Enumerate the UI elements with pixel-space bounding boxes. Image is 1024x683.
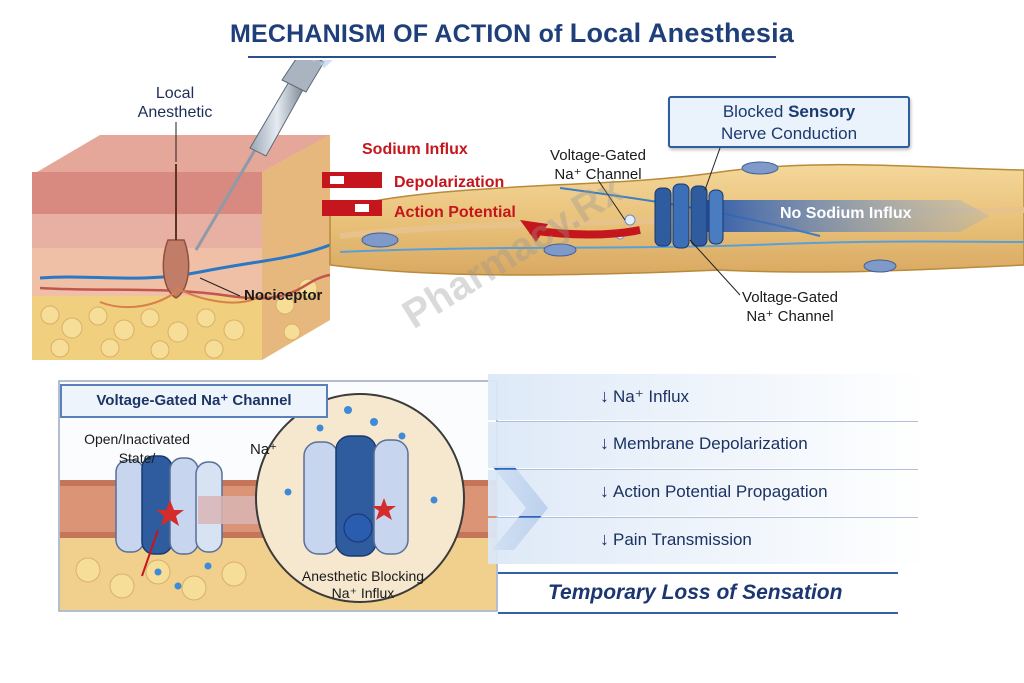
- effect-divider: [498, 421, 918, 422]
- action-potential-label: Action Potential: [394, 204, 516, 221]
- down-arrow-icon: ↓: [600, 386, 609, 406]
- vg-channel-label-bottom: Voltage-Gated Na⁺ Channel: [742, 289, 838, 325]
- vg-channel-panel-title: Voltage-Gated Na⁺ Channel: [60, 384, 328, 418]
- channel-panel-illustration: [58, 380, 498, 612]
- page-title: MECHANISM OF ACTION of Local Anesthesia: [229, 18, 795, 48]
- effect-na-influx: ↓Na⁺ Influx: [600, 386, 690, 406]
- down-arrow-icon: ↓: [600, 481, 609, 501]
- zoom-circle: [255, 393, 465, 603]
- effect-band-3: [488, 470, 928, 516]
- effect-band-2: [488, 422, 928, 468]
- nociceptor-label: Nociceptor: [244, 287, 323, 304]
- effect-action-potential: ↓Action Potential Propagation: [600, 481, 828, 501]
- local-anesthetic-label: Local Anesthetic: [137, 85, 213, 121]
- anesthetic-blocking-label: Anesthetic Blocking Na⁺ Influx: [301, 568, 425, 601]
- signal-markers: [322, 172, 382, 216]
- no-sodium-influx-label: No Sodium Influx: [780, 205, 912, 222]
- blocked-conduction-box: Blocked Sensory Nerve Conduction: [668, 96, 910, 148]
- depolarization-label: Depolarization: [394, 174, 505, 191]
- nerve-channel: [654, 183, 724, 249]
- skin-block: [32, 135, 331, 360]
- result-bottom-rule: [498, 612, 898, 614]
- result-label: Temporary Loss of Sensation: [548, 581, 843, 604]
- no-influx-arrow: [700, 200, 990, 232]
- vg-channel-label-top: Voltage-Gated Na⁺ Channel: [550, 147, 646, 183]
- na-ion-label: Na⁺: [250, 441, 278, 458]
- effect-divider: [498, 517, 918, 518]
- effect-membrane-depolarization: ↓Membrane Depolarization: [600, 433, 808, 453]
- effect-divider: [498, 469, 918, 470]
- nerve-illustration: [32, 60, 1024, 360]
- sodium-influx-label: Sodium Influx: [362, 141, 468, 158]
- effect-band-4: [488, 518, 928, 564]
- title-underline: [248, 56, 776, 58]
- needle: [194, 60, 333, 251]
- effect-pain-transmission: ↓Pain Transmission: [600, 529, 752, 549]
- down-arrow-icon: ↓: [600, 433, 609, 453]
- result-top-rule: [498, 572, 898, 574]
- down-arrow-icon: ↓: [600, 529, 609, 549]
- effect-band-1: [488, 374, 928, 420]
- open-state-label: Open/Inactivated State/: [84, 431, 190, 466]
